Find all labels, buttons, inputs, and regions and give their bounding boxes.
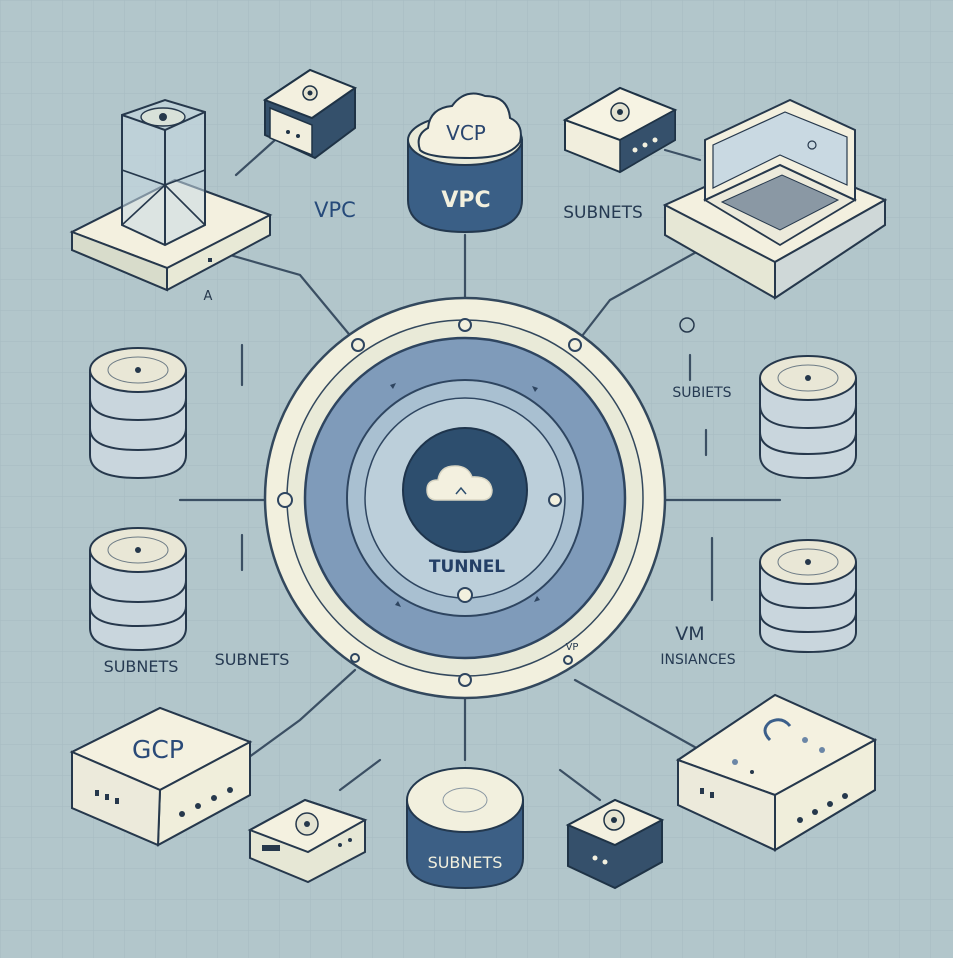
database-left-upper (89, 347, 187, 480)
server-bottom-right (675, 693, 878, 852)
vpc-cloud-cylinder: VCP VPC (407, 92, 523, 234)
cloud-icon (426, 465, 493, 501)
vpc-left-label: VPC (314, 198, 356, 222)
glass-tower-device (69, 98, 273, 292)
vm-label: VM (675, 623, 704, 645)
ring-connector-nodes (277, 318, 582, 687)
letter-a-label: A (204, 289, 213, 304)
vpc-cylinder-label: VPC (441, 188, 490, 213)
subnets-bottom-label: SUBNETS (428, 853, 503, 872)
vcp-cloud-label: VCP (446, 121, 486, 145)
small-device-bottom-left (247, 798, 368, 884)
small-device-bottom-right (565, 798, 665, 890)
instances-label: INSIANCES (660, 652, 735, 668)
subnets-cylinder-bottom: SUBNETS (406, 767, 524, 890)
subiets-right-label: SUBIETS (672, 385, 731, 401)
database-right-lower (759, 539, 857, 654)
vp-small-label: VP (566, 642, 579, 653)
link-node-icon (679, 317, 695, 333)
database-right-upper (759, 355, 857, 480)
small-router-top-right (562, 86, 678, 174)
subnets-left-1-label: SUBNETS (104, 657, 179, 676)
laptop-device (662, 98, 888, 300)
subnets-left-2-label: SUBNETS (215, 650, 290, 669)
tunnel-label: TUNNEL (429, 557, 505, 577)
gcp-server: GCP (69, 706, 253, 847)
gcp-label: GCP (132, 735, 184, 764)
subnets-top-right-label: SUBNETS (563, 203, 643, 223)
small-router-top-left (262, 68, 358, 160)
database-left-lower (89, 527, 187, 652)
